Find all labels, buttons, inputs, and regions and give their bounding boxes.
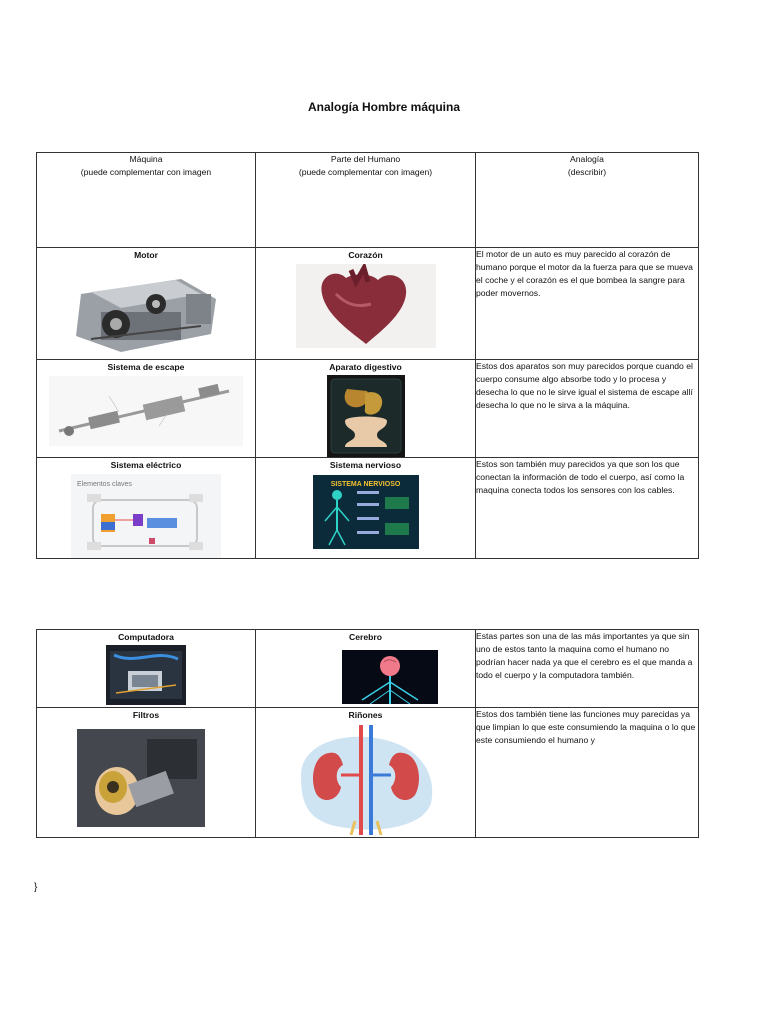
human-cell: Aparato digestivo [255, 359, 476, 458]
machine-cell: Sistema eléctrico Elementos claves [36, 457, 256, 559]
analogy-cell: El motor de un auto es muy parecido al c… [475, 247, 699, 360]
machine-cell: Computadora [36, 629, 256, 708]
human-label: Corazón [348, 250, 383, 260]
page-title: Analogía Hombre máquina [307, 100, 461, 114]
table-row: Sistema eléctrico Elementos claves [36, 457, 699, 559]
analogy-cell: Estas partes son una de las más importan… [475, 629, 699, 708]
header-analogy: Analogía (describir) [475, 152, 699, 248]
heart-image [295, 264, 436, 348]
analogy-cell: Estos son también muy parecidos ya que s… [475, 457, 699, 559]
car-computer-image [106, 645, 186, 705]
machine-cell: Motor [36, 247, 256, 360]
human-cell: Corazón [255, 247, 476, 360]
human-label: Sistema nervioso [329, 460, 402, 470]
table-row: Computadora Cerebro [36, 629, 699, 708]
end-mark: } [34, 882, 38, 893]
brain-image [342, 650, 438, 704]
human-cell: Riñones [255, 707, 476, 838]
table-row: Motor Corazón [36, 247, 699, 360]
analogy-cell: Estos dos aparatos son muy parecidos por… [475, 359, 699, 458]
analogy-table: Máquina (puede complementar con imagen P… [36, 152, 699, 559]
machine-label: Computadora [118, 632, 174, 642]
human-label: Aparato digestivo [329, 362, 402, 372]
engine-image [61, 264, 231, 356]
analogy-table-continued: Computadora Cerebro [36, 629, 699, 838]
table-row: Sistema de escape Aparato digestivo [36, 359, 699, 458]
nervous-image-title: SISTEMA NERVIOSO [330, 481, 401, 488]
electrical-image: Elementos claves [71, 474, 221, 558]
kidneys-image [291, 725, 441, 835]
machine-label: Sistema eléctrico [110, 460, 182, 470]
exhaust-image [49, 376, 243, 446]
machine-label: Motor [134, 250, 158, 260]
electrical-image-caption: Elementos claves [77, 481, 132, 488]
digestive-image [326, 375, 405, 457]
nervous-system-image: SISTEMA NERVIOSO [312, 475, 419, 549]
machine-label: Sistema de escape [107, 362, 185, 372]
machine-label: Filtros [132, 710, 160, 720]
header-machine: Máquina (puede complementar con imagen [36, 152, 256, 248]
header-human: Parte del Humano (puede complementar con… [255, 152, 476, 248]
human-cell: Cerebro [255, 629, 476, 708]
machine-cell: Filtros [36, 707, 256, 838]
table-header-row: Máquina (puede complementar con imagen P… [36, 152, 699, 248]
human-label: Cerebro [349, 632, 382, 642]
machine-cell: Sistema de escape [36, 359, 256, 458]
table-row: Filtros Riñones [36, 707, 699, 838]
filter-image [77, 729, 205, 827]
analogy-cell: Estos dos también tiene las funciones mu… [475, 707, 699, 838]
human-cell: Sistema nervioso SISTEMA NERVIOSO [255, 457, 476, 559]
human-label: Riñones [348, 710, 383, 720]
